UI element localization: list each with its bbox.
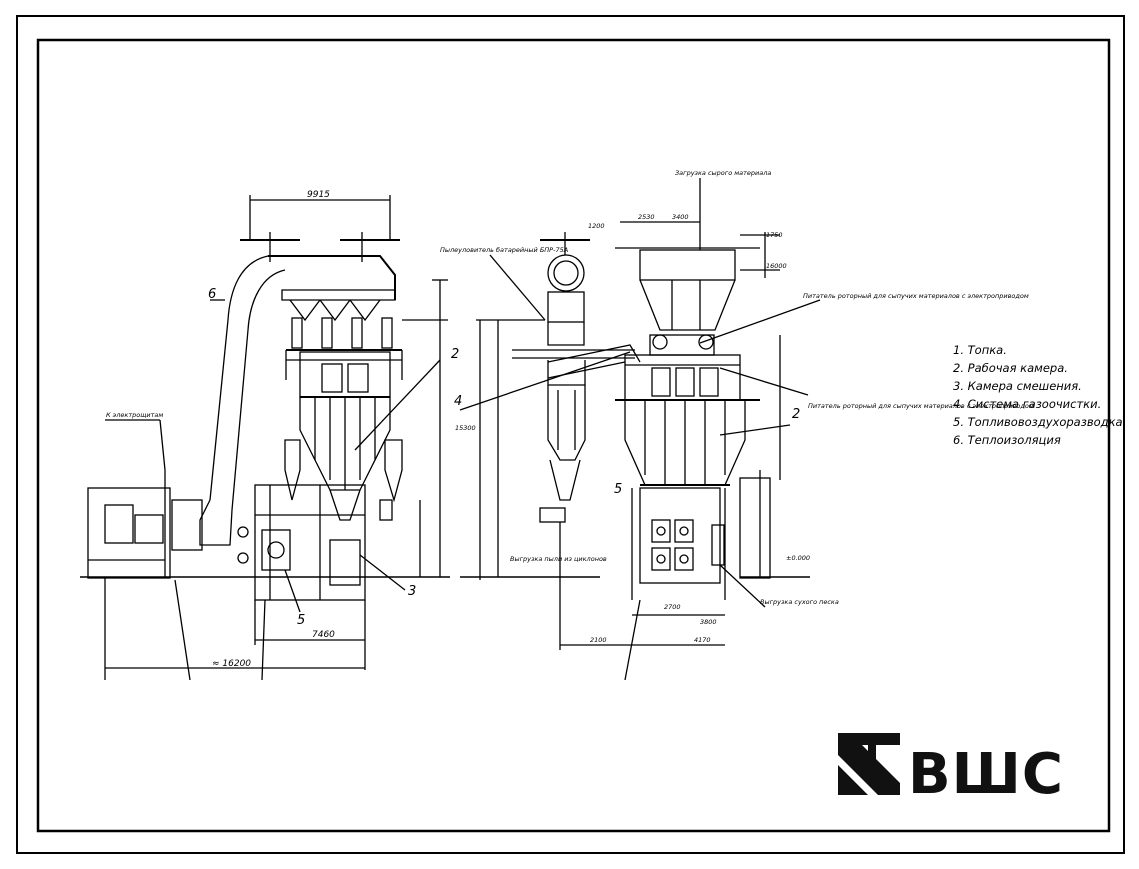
dim-small-d: 3400 [672,213,689,221]
note-power: К электрощитам [106,411,163,419]
logo-emblem-icon [838,733,900,795]
legend-item-4: 4. Система газоочистки. [953,397,1101,411]
outer-frame [16,15,1125,854]
inner-frame [36,38,1111,833]
note-unload-b: Выгрузка сухого песка [760,598,839,606]
front-view [459,178,821,681]
logo: ВШС [838,733,1064,807]
note-load: Загрузка сырого материала [675,169,771,177]
legend-item-5: 5. Топливовоздухоразводка. [953,415,1126,429]
legend-item-2: 2. Рабочая камера. [953,361,1068,375]
dim-small-k: ±0.000 [786,554,810,562]
dim-small-a: 1200 [588,222,605,230]
dim-base-width: 7460 [312,630,335,640]
side-view [80,195,450,681]
note-cyclone: Пылеуловитель батарейный БПР-75А [440,246,568,254]
callout-2-right: 2 [792,407,800,422]
legend-item-1: 1. Топка. [953,343,1007,357]
callout-5-left: 5 [297,613,305,628]
legend-item-6: 6. Теплоизоляция [953,433,1061,447]
callout-6: 6 [208,287,216,302]
note-feeder-1: Питатель роторный для сыпучих материалов… [803,292,1029,300]
callout-2-left: 2 [451,347,459,362]
dim-small-b: 15300 [455,424,476,432]
dim-small-j: 4170 [694,636,711,644]
note-unload-a: Выгрузка пыли из циклонов [510,555,607,563]
dim-small-g: 2700 [664,603,681,611]
legend: 1. Топка. 2. Рабочая камера. 3. Камера с… [953,343,1126,447]
cyclone-view [460,232,635,650]
callout-4: 4 [454,394,462,409]
dim-small-h: 3800 [700,618,717,626]
dim-small-e: 1750 [766,231,783,239]
logo-text: ВШС [908,742,1064,807]
callout-3: 3 [408,584,416,599]
callout-5-right: 5 [614,482,622,497]
dim-overall-length: ≈ 16200 [212,659,251,669]
dim-small-c: 2530 [638,213,655,221]
dim-small-f: 16000 [766,262,787,270]
dim-top-width: 9915 [307,190,330,200]
dim-small-i: 2100 [590,636,607,644]
note-feeder-2: Питатель роторный для сыпучих материалов… [808,402,1034,410]
legend-item-3: 3. Камера смешения. [953,379,1082,393]
